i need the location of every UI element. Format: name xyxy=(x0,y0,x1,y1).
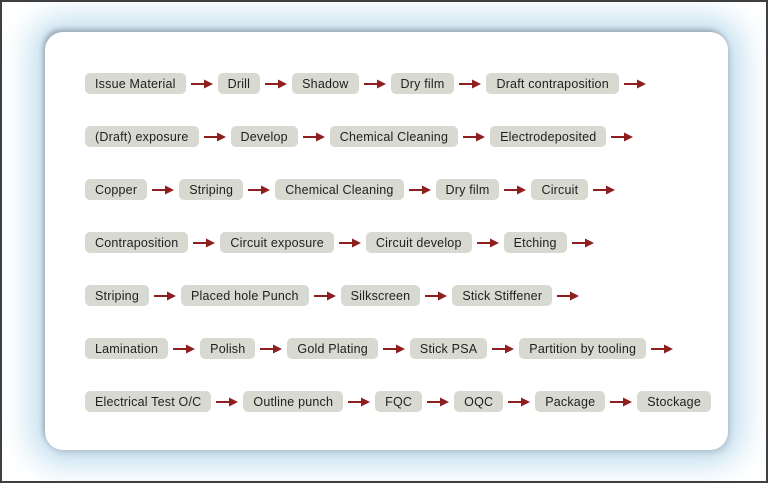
process-step-box: Striping xyxy=(179,179,244,200)
process-step-box: Silkscreen xyxy=(340,285,421,306)
arrow-right-icon xyxy=(193,238,216,248)
process-step-box: Draft contraposition xyxy=(486,73,619,94)
arrow-right-icon xyxy=(651,344,674,354)
process-step-box: Dry film xyxy=(390,73,455,94)
arrow-right-icon xyxy=(492,344,515,354)
process-step-box: Striping xyxy=(85,285,149,306)
process-step-box: Copper xyxy=(85,179,148,200)
process-step-box: Circuit develop xyxy=(365,232,472,253)
process-step-box: Placed hole Punch xyxy=(180,285,309,306)
process-step-box: FQC xyxy=(375,391,423,412)
process-step-box: Partition by tooling xyxy=(519,338,647,359)
arrow-right-icon xyxy=(203,132,226,142)
process-step-box: Etching xyxy=(503,232,567,253)
arrow-right-icon xyxy=(593,185,616,195)
process-step-box: OQC xyxy=(454,391,504,412)
process-step-box: Electrodeposited xyxy=(490,126,607,147)
arrow-right-icon xyxy=(313,291,336,301)
flow-row: (Draft) exposure Develop Chemical Cleaning… xyxy=(85,126,728,147)
process-step-box: Shadow xyxy=(292,73,359,94)
process-step-box: Outline punch xyxy=(243,391,344,412)
process-step-box: Circuit exposure xyxy=(220,232,334,253)
process-step-box: Lamination xyxy=(85,338,169,359)
arrow-right-icon xyxy=(152,185,175,195)
arrow-right-icon xyxy=(265,79,288,89)
process-step-box: Stick Stiffener xyxy=(452,285,553,306)
arrow-right-icon xyxy=(508,397,531,407)
flow-row: Electrical Test O/C Outline punch FQC OQC Pa… xyxy=(85,391,728,412)
process-step-box: Polish xyxy=(200,338,256,359)
process-step-box: Electrical Test O/C xyxy=(85,391,212,412)
process-step-box: Dry film xyxy=(435,179,500,200)
process-step-box: Chemical Cleaning xyxy=(275,179,404,200)
arrow-right-icon xyxy=(459,79,482,89)
process-step-box: Stockage xyxy=(637,391,711,412)
flow-row: Copper Striping Chemical Cleaning Dry film C… xyxy=(85,179,728,200)
arrow-right-icon xyxy=(216,397,239,407)
flow-row: Issue Material Drill Shadow Dry film Draft c… xyxy=(85,73,728,94)
arrow-right-icon xyxy=(463,132,486,142)
arrow-right-icon xyxy=(363,79,386,89)
process-step-box: Gold Plating xyxy=(287,338,378,359)
flow-row: Striping Placed hole Punch Silkscreen Stick… xyxy=(85,285,728,306)
process-step-box: Drill xyxy=(217,73,261,94)
arrow-right-icon xyxy=(382,344,405,354)
arrow-right-icon xyxy=(348,397,371,407)
arrow-right-icon xyxy=(173,344,196,354)
arrow-right-icon xyxy=(260,344,283,354)
arrow-right-icon xyxy=(504,185,527,195)
arrow-right-icon xyxy=(425,291,448,301)
arrow-right-icon xyxy=(623,79,646,89)
arrow-right-icon xyxy=(408,185,431,195)
arrow-right-icon xyxy=(190,79,213,89)
arrow-right-icon xyxy=(427,397,450,407)
process-step-box: Package xyxy=(535,391,606,412)
process-step-box: Develop xyxy=(230,126,298,147)
process-step-box: Stick PSA xyxy=(409,338,488,359)
arrow-right-icon xyxy=(338,238,361,248)
arrow-right-icon xyxy=(248,185,271,195)
arrow-right-icon xyxy=(571,238,594,248)
arrow-right-icon xyxy=(610,397,633,407)
process-step-box: Issue Material xyxy=(85,73,186,94)
process-step-box: (Draft) exposure xyxy=(85,126,199,147)
flow-row: Lamination Polish Gold Plating Stick PSA Par… xyxy=(85,338,728,359)
arrow-right-icon xyxy=(153,291,176,301)
arrow-right-icon xyxy=(557,291,580,301)
process-step-box: Chemical Cleaning xyxy=(329,126,459,147)
process-step-box: Circuit xyxy=(531,179,589,200)
flow-row: Contraposition Circuit exposure Circuit de… xyxy=(85,232,728,253)
arrow-right-icon xyxy=(302,132,325,142)
arrow-right-icon xyxy=(476,238,499,248)
arrow-right-icon xyxy=(611,132,634,142)
process-step-box: Contraposition xyxy=(85,232,189,253)
